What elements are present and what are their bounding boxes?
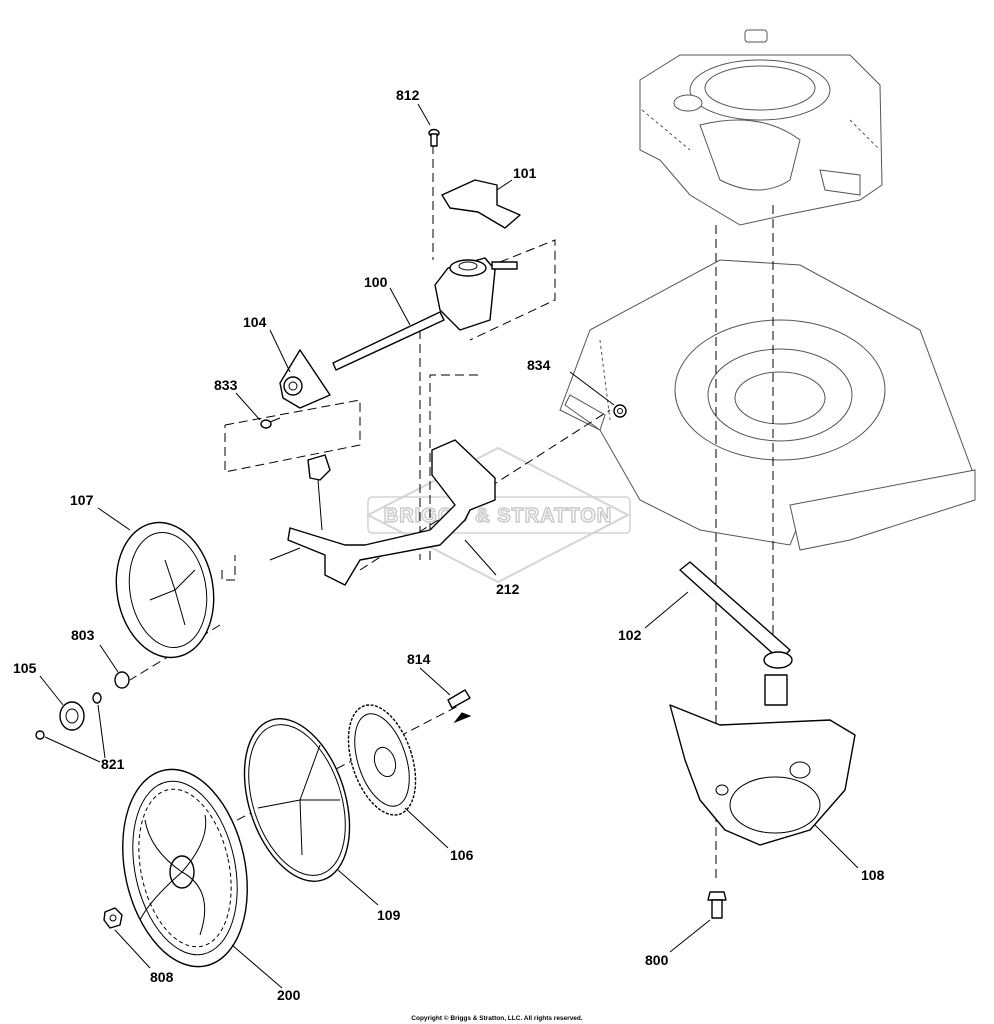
- centerline-shaft: [429, 374, 480, 560]
- part-100-transmission: [332, 257, 518, 371]
- leader-808: [114, 929, 151, 969]
- callout-808[interactable]: 808: [150, 969, 174, 985]
- callout-212[interactable]: 212: [496, 581, 520, 597]
- leader-104: [269, 329, 291, 373]
- part-200-wheel: [122, 768, 248, 968]
- leader-821-b: [44, 736, 101, 763]
- part-101-bracket: [441, 179, 521, 229]
- callout-833[interactable]: 833: [214, 377, 238, 393]
- watermark-logo: BRIGGS & STRATTON: [365, 446, 631, 584]
- leader-100: [389, 287, 411, 326]
- arrow-icon: [453, 712, 472, 724]
- callout-106[interactable]: 106: [450, 847, 474, 863]
- callout-108[interactable]: 108: [861, 867, 885, 883]
- callout-834[interactable]: 834: [527, 357, 551, 373]
- part-107-hub: [115, 521, 215, 659]
- callout-100[interactable]: 100: [364, 274, 388, 290]
- leader-108: [814, 824, 859, 869]
- leader-101: [496, 179, 513, 191]
- mower-deck: [559, 259, 976, 551]
- watermark-text: BRIGGS & STRATTON: [384, 505, 612, 527]
- callout-109[interactable]: 109: [377, 907, 401, 923]
- part-814-bolt: [447, 689, 472, 724]
- part-106-gear: [347, 704, 417, 816]
- part-833-screw: [260, 417, 281, 429]
- part-105-pinion-gear: [59, 701, 85, 731]
- leader-106: [404, 807, 449, 849]
- transmission-box-dash: [469, 239, 556, 341]
- leader-821-a: [97, 704, 106, 759]
- engine: [639, 29, 883, 226]
- leader-812: [417, 103, 431, 126]
- leader-803: [99, 644, 119, 673]
- hub-centerline: [221, 555, 236, 581]
- part-821-clip-b: [35, 730, 45, 740]
- leader-834: [569, 371, 615, 406]
- part-812-screw: [428, 128, 440, 147]
- callout-814[interactable]: 814: [407, 651, 431, 667]
- part-800-bolt: [707, 891, 727, 919]
- callout-200[interactable]: 200: [277, 987, 301, 1003]
- part-102-blade: [679, 561, 793, 706]
- callout-105[interactable]: 105: [13, 660, 37, 676]
- callout-800[interactable]: 800: [645, 952, 669, 968]
- bracket-box-dash: [224, 399, 361, 473]
- copyright-notice: Copyright © Briggs & Stratton, LLC. All …: [411, 1014, 583, 1022]
- leader-102: [644, 591, 689, 629]
- part-108-blade-adapter: [669, 704, 856, 846]
- callout-821[interactable]: 821: [101, 756, 125, 772]
- part-212-height-adjuster: [269, 439, 496, 586]
- callout-812[interactable]: 812: [396, 87, 420, 103]
- leader-833: [235, 392, 261, 421]
- leader-105: [39, 675, 64, 706]
- callout-107[interactable]: 107: [70, 492, 94, 508]
- callout-102[interactable]: 102: [618, 627, 642, 643]
- part-834-nut: [613, 404, 627, 418]
- leader-800: [669, 919, 711, 953]
- callout-803[interactable]: 803: [71, 627, 95, 643]
- part-821-clip-a: [92, 692, 102, 704]
- leader-107: [97, 507, 131, 531]
- callout-101[interactable]: 101: [513, 165, 537, 181]
- leader-200: [231, 944, 283, 989]
- leader-212: [464, 539, 497, 576]
- leader-814: [419, 667, 451, 696]
- callout-104[interactable]: 104: [243, 314, 267, 330]
- part-808-nut: [103, 907, 123, 929]
- part-104-bearing: [279, 349, 331, 409]
- part-109-wheel-cover: [243, 718, 351, 882]
- part-803-washer: [114, 671, 130, 689]
- leader-109: [337, 869, 379, 906]
